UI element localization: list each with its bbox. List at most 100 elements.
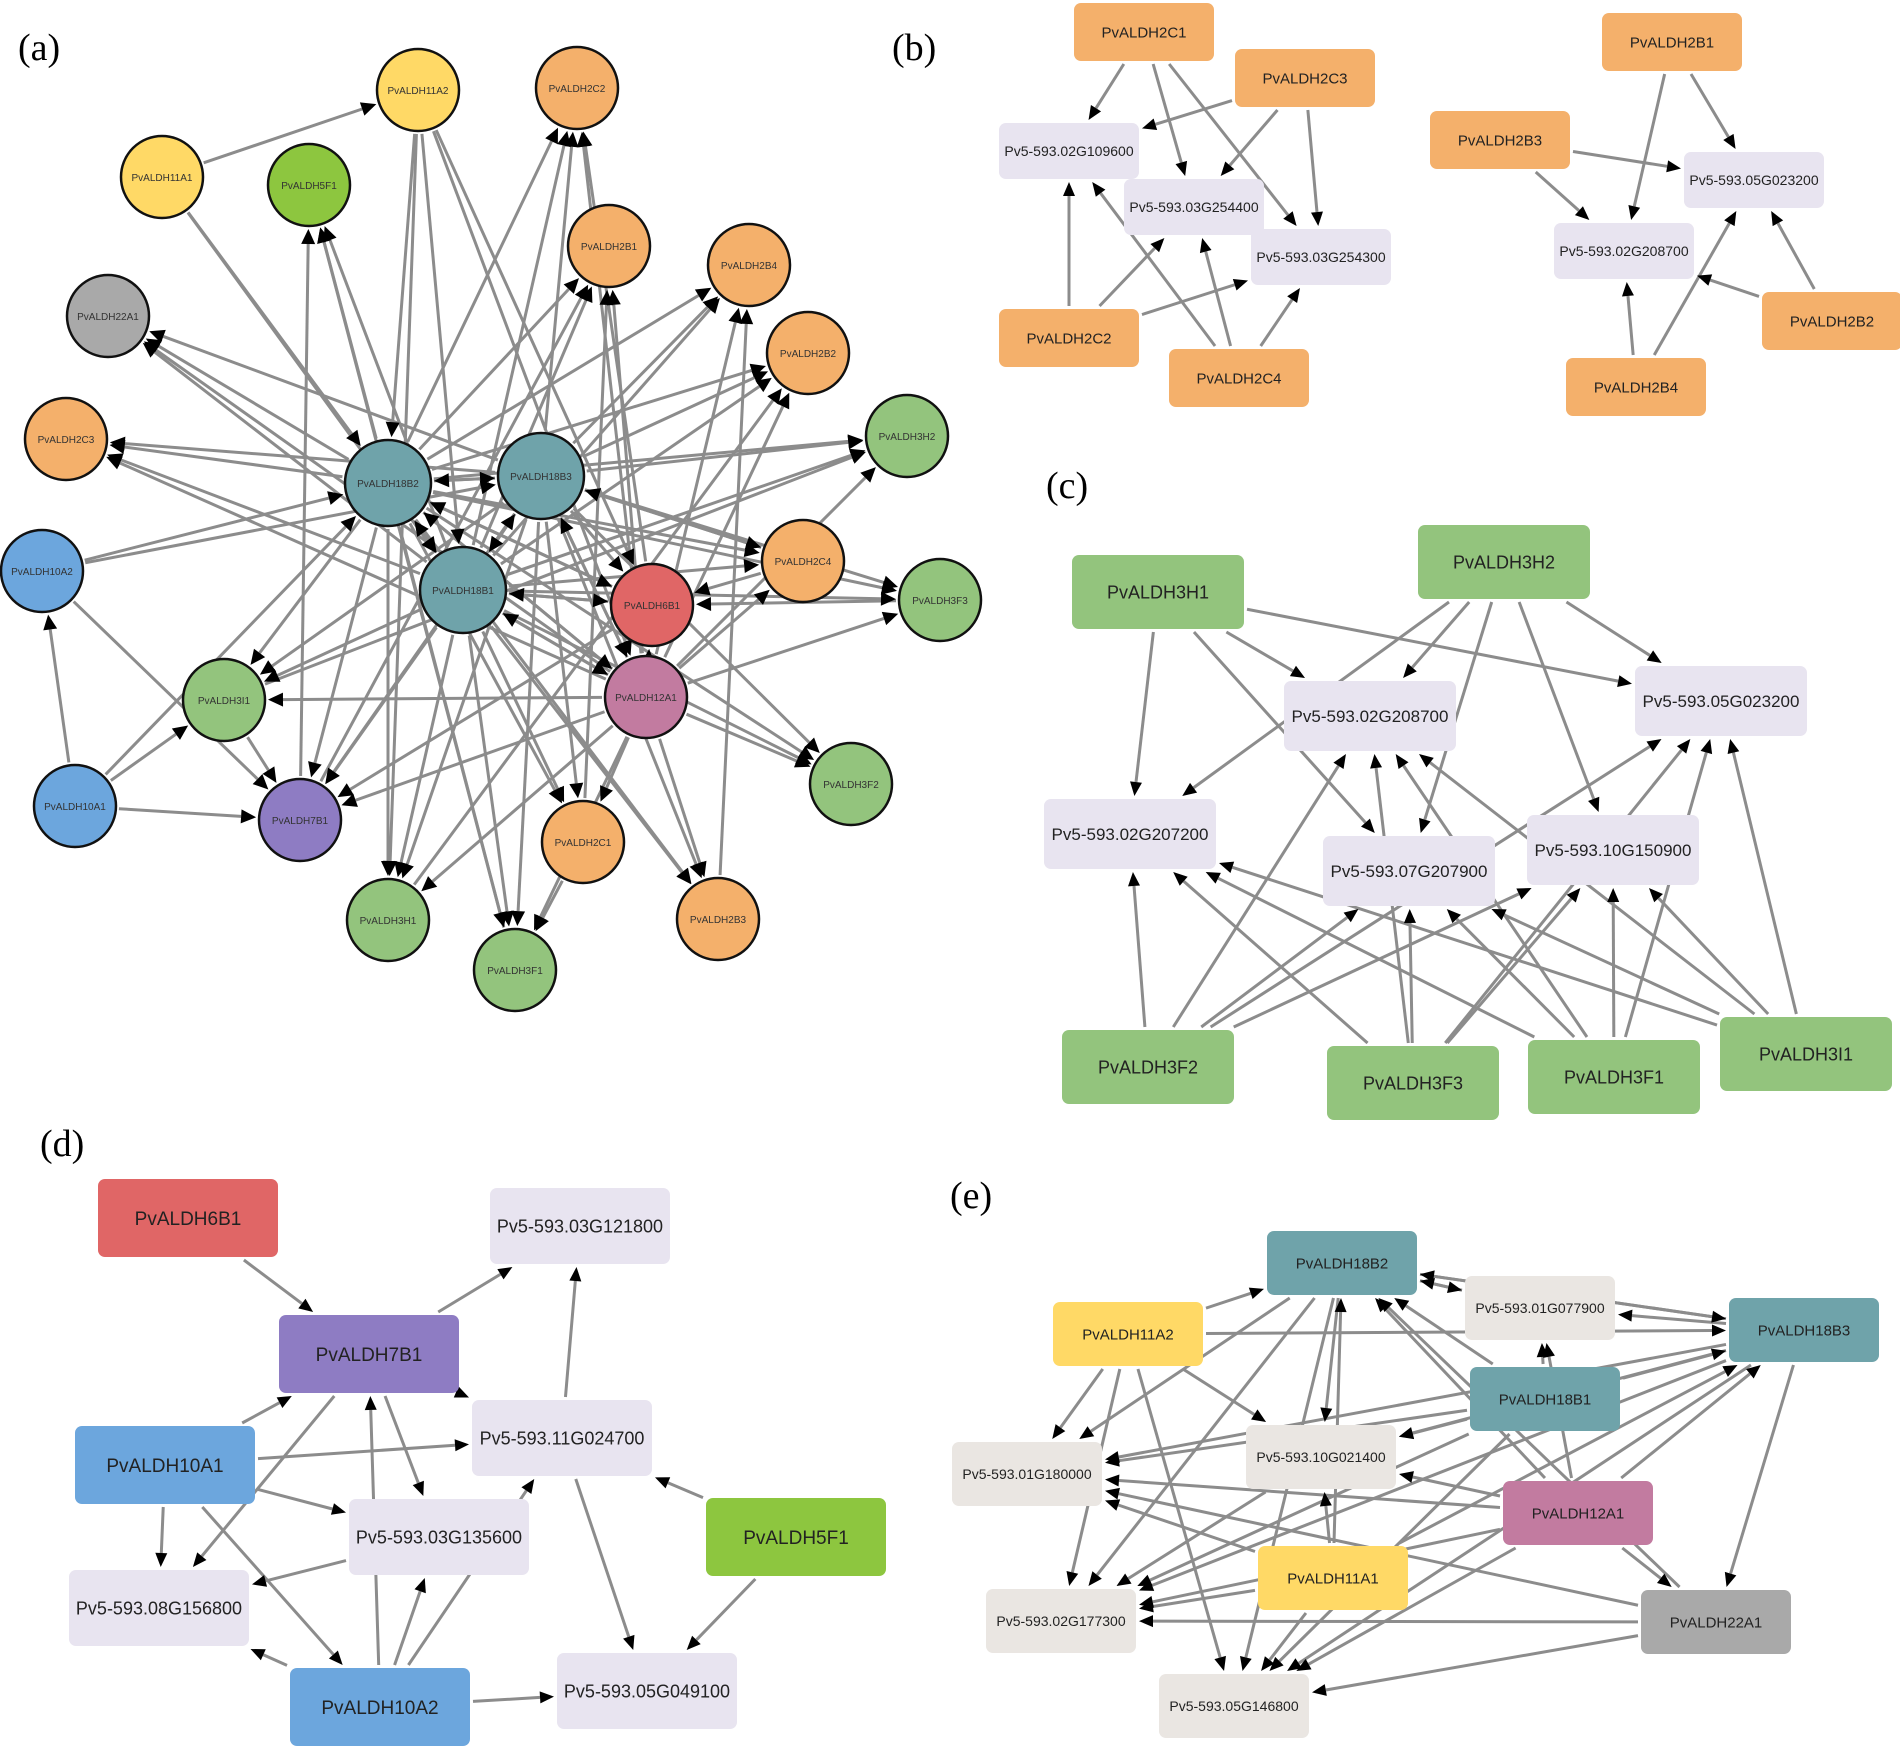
node-c-3f1[interactable]: PvALDH3F1	[1528, 1040, 1700, 1114]
node-c-3h2[interactable]: PvALDH3H2	[1418, 525, 1590, 599]
arrowhead	[847, 435, 864, 450]
node-c-3h1[interactable]: PvALDH3H1	[1072, 555, 1244, 629]
node-d-7b1[interactable]: PvALDH7B1	[279, 1315, 459, 1393]
node-a-18b3[interactable]: PvALDH18B3	[496, 431, 586, 521]
edge	[406, 140, 553, 443]
node-a-2b1[interactable]: PvALDH2B1	[566, 203, 652, 289]
edge	[1099, 192, 1217, 347]
node-d-10a1[interactable]: PvALDH10A1	[75, 1426, 255, 1504]
node-e-11a1[interactable]: PvALDH11A1	[1258, 1546, 1408, 1610]
arrowhead	[592, 593, 609, 608]
node-a-12a1[interactable]: PvALDH12A1	[603, 654, 689, 740]
node-b-g109600[interactable]: Pv5-593.02G109600	[999, 123, 1139, 179]
node-d-5f1[interactable]: PvALDH5F1	[706, 1498, 886, 1576]
node-label: Pv5-593.10G021400	[1256, 1449, 1385, 1465]
node-a-7b1[interactable]: PvALDH7B1	[257, 777, 343, 863]
node-b-2b1[interactable]: PvALDH2B1	[1602, 13, 1742, 71]
node-label: PvALDH3F2	[823, 780, 879, 791]
node-b-g023200[interactable]: Pv5-593.05G023200	[1684, 152, 1824, 208]
node-e-g177300[interactable]: Pv5-593.02G177300	[986, 1589, 1136, 1653]
node-a-3f2[interactable]: PvALDH3F2	[808, 741, 894, 827]
arrowhead	[860, 467, 876, 483]
node-e-g021400[interactable]: Pv5-593.10G021400	[1246, 1425, 1396, 1489]
node-a-22a1[interactable]: PvALDH22A1	[65, 273, 151, 359]
node-e-18b3[interactable]: PvALDH18B3	[1729, 1298, 1879, 1362]
node-b-g254400[interactable]: Pv5-593.03G254400	[1124, 179, 1264, 235]
edge	[391, 133, 417, 423]
node-d-g135600[interactable]: Pv5-593.03G135600	[349, 1499, 529, 1575]
edge	[1572, 150, 1668, 168]
node-c-3i1[interactable]: PvALDH3I1	[1720, 1017, 1892, 1091]
node-a-3i1[interactable]: PvALDH3I1	[181, 657, 267, 743]
arrowhead	[1588, 796, 1600, 812]
node-d-g024700[interactable]: Pv5-593.11G024700	[472, 1400, 652, 1476]
node-b-2c1[interactable]: PvALDH2C1	[1074, 3, 1214, 61]
node-a-2c4[interactable]: PvALDH2C4	[760, 518, 846, 604]
arrowhead	[317, 227, 331, 244]
edge	[104, 525, 347, 776]
node-b-2b4[interactable]: PvALDH2B4	[1566, 358, 1706, 416]
node-c-g208700[interactable]: Pv5-593.02G208700	[1284, 681, 1456, 751]
node-d-10a2[interactable]: PvALDH10A2	[290, 1668, 470, 1746]
edge	[299, 243, 310, 777]
edge	[1408, 922, 1414, 1044]
node-d-6b1[interactable]: PvALDH6B1	[98, 1179, 278, 1257]
node-e-g180000[interactable]: Pv5-593.01G180000	[952, 1442, 1102, 1506]
node-label: PvALDH2B4	[721, 261, 778, 272]
node-c-3f3[interactable]: PvALDH3F3	[1327, 1046, 1499, 1120]
node-a-18b1[interactable]: PvALDH18B1	[418, 545, 508, 635]
node-a-2c3[interactable]: PvALDH2C3	[23, 396, 109, 482]
node-e-g146800[interactable]: Pv5-593.05G146800	[1159, 1674, 1309, 1738]
node-c-g207900[interactable]: Pv5-593.07G207900	[1323, 836, 1495, 906]
node-d-g049100[interactable]: Pv5-593.05G049100	[557, 1653, 737, 1729]
node-a-3h1[interactable]: PvALDH3H1	[345, 877, 431, 963]
arrowhead	[1105, 1454, 1120, 1467]
arrowhead	[1727, 739, 1740, 755]
node-e-11a2[interactable]: PvALDH11A2	[1053, 1302, 1203, 1366]
node-c-g023200[interactable]: Pv5-593.05G023200	[1635, 666, 1807, 736]
edge	[246, 736, 270, 771]
node-d-g156800[interactable]: Pv5-593.08G156800	[69, 1570, 249, 1646]
node-b-2c3[interactable]: PvALDH2C3	[1235, 49, 1375, 107]
node-a-2b2[interactable]: PvALDH2B2	[765, 310, 851, 396]
edge	[658, 738, 702, 864]
node-c-3f2[interactable]: PvALDH3F2	[1062, 1030, 1234, 1104]
arrowhead	[308, 761, 322, 778]
node-a-10a2[interactable]: PvALDH10A2	[0, 528, 85, 614]
node-a-3f3[interactable]: PvALDH3F3	[897, 557, 983, 643]
node-a-11a1[interactable]: PvALDH11A1	[119, 134, 205, 220]
node-a-6b1[interactable]: PvALDH6B1	[609, 562, 695, 648]
node-b-g208700[interactable]: Pv5-593.02G208700	[1554, 223, 1694, 279]
node-d-g121800[interactable]: Pv5-593.03G121800	[490, 1188, 670, 1264]
node-a-10a1[interactable]: PvALDH10A1	[32, 763, 118, 849]
edge	[1455, 917, 1576, 1039]
node-a-2c1[interactable]: PvALDH2C1	[540, 799, 626, 885]
node-a-3f1[interactable]: PvALDH3F1	[472, 927, 558, 1013]
node-e-18b2[interactable]: PvALDH18B2	[1267, 1231, 1417, 1295]
node-b-2c2[interactable]: PvALDH2C2	[999, 309, 1139, 367]
node-e-12a1[interactable]: PvALDH12A1	[1503, 1481, 1653, 1545]
node-box	[1044, 799, 1216, 869]
node-box	[349, 1499, 529, 1575]
node-a-11a2[interactable]: PvALDH11A2	[375, 47, 461, 133]
node-a-2b4[interactable]: PvALDH2B4	[706, 222, 792, 308]
arrowhead	[1566, 888, 1581, 903]
node-e-22a1[interactable]: PvALDH22A1	[1641, 1590, 1791, 1654]
node-a-2c2[interactable]: PvALDH2C2	[534, 45, 620, 131]
node-b-g254300[interactable]: Pv5-593.03G254300	[1251, 229, 1391, 285]
node-e-18b1[interactable]: PvALDH18B1	[1470, 1367, 1620, 1431]
arrowhead	[359, 102, 377, 116]
node-e-g077900[interactable]: Pv5-593.01G077900	[1465, 1276, 1615, 1340]
node-a-2b3[interactable]: PvALDH2B3	[675, 876, 761, 962]
node-b-2b2[interactable]: PvALDH2B2	[1762, 292, 1900, 350]
node-box	[986, 1589, 1136, 1653]
arrowhead	[1516, 888, 1532, 900]
node-a-3h2[interactable]: PvALDH3H2	[864, 393, 950, 479]
node-c-g207200[interactable]: Pv5-593.02G207200	[1044, 799, 1216, 869]
node-a-5f1[interactable]: PvALDH5F1	[266, 142, 352, 228]
node-c-g150900[interactable]: Pv5-593.10G150900	[1527, 815, 1699, 885]
node-b-2c4[interactable]: PvALDH2C4	[1169, 349, 1309, 407]
arrowhead	[1240, 1655, 1252, 1671]
node-a-18b2[interactable]: PvALDH18B2	[343, 438, 433, 528]
node-b-2b3[interactable]: PvALDH2B3	[1430, 111, 1570, 169]
